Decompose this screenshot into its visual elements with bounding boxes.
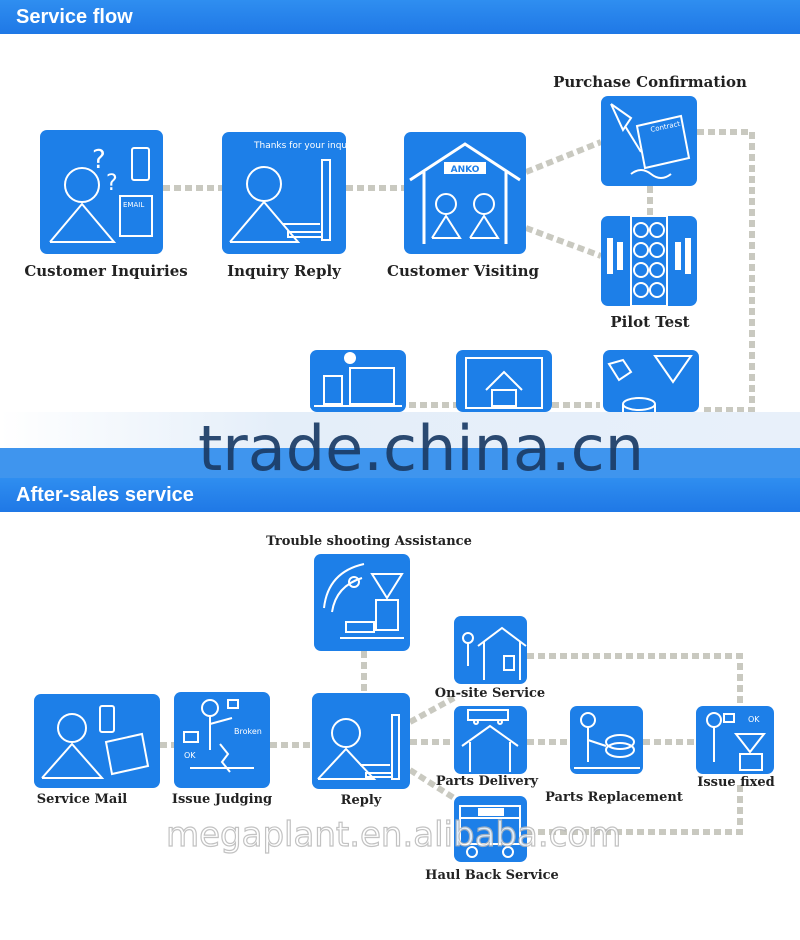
- service-mail-label: Service Mail: [36, 792, 128, 807]
- inquiry-reply-box: Thanks for your inquiry: [222, 132, 346, 254]
- inquiry-reply-label: Inquiry Reply: [227, 262, 341, 280]
- purchase-confirmation-box: Contract: [601, 96, 697, 186]
- issue-fixed-box: OK: [696, 706, 774, 774]
- truck-icon: [459, 805, 521, 858]
- onsite-service-box: [454, 616, 527, 684]
- broken-part-icon: Broken OK: [183, 699, 262, 773]
- thanks-text: Thanks for your inquiry: [253, 141, 346, 151]
- parts-replacement-icon: [574, 712, 640, 769]
- customer-visiting-box: ANKO: [404, 132, 526, 254]
- haul-back-box: [454, 796, 527, 862]
- machine-icon: [314, 352, 402, 407]
- product-box: [603, 350, 699, 412]
- reply-label: Reply: [340, 793, 382, 808]
- parts-delivery-label: Parts Delivery: [435, 774, 539, 789]
- wrench-funnel-icon: [323, 563, 404, 639]
- ok-text-judging: OK: [184, 751, 196, 760]
- brand-text: ANKO: [451, 165, 480, 175]
- issue-judging-box: Broken OK: [174, 692, 270, 788]
- trouble-shooting-label: Trouble shooting Assistance: [266, 534, 472, 549]
- megaplant-watermark: megaplant.en.alibaba.com: [165, 814, 622, 855]
- person-computer-icon: Thanks for your inquiry: [229, 141, 346, 243]
- trade-watermark: trade.china.cn: [198, 412, 644, 485]
- issue-fixed-label: Issue fixed: [697, 775, 775, 790]
- pilot-test-box: [601, 216, 697, 306]
- after-sales-title: After-sales service: [16, 484, 194, 506]
- broken-text: Broken: [234, 727, 262, 736]
- customer-visiting-label: Customer Visiting: [387, 262, 539, 280]
- after-sales-banner: After-sales service: [0, 478, 800, 512]
- factory-box: [456, 350, 552, 412]
- house-meeting-icon: ANKO: [409, 142, 521, 244]
- pilot-test-label: Pilot Test: [610, 313, 690, 331]
- onsite-house-icon: [462, 626, 527, 680]
- machine-box: [310, 350, 406, 412]
- reply-box: [312, 693, 410, 789]
- parts-replacement-label: Parts Replacement: [545, 790, 683, 805]
- purchase-confirmation-label: Purchase Confirmation: [553, 73, 747, 91]
- factory-icon: [465, 357, 543, 409]
- contract-pen-icon: Contract: [610, 103, 691, 179]
- issue-fixed-icon: OK: [706, 712, 767, 771]
- delivery-house-icon: [461, 709, 519, 772]
- issue-judging-label: Issue Judging: [171, 792, 273, 807]
- ok-text-fixed: OK: [748, 715, 760, 724]
- product-icon: [607, 355, 693, 412]
- pilot-test-icon: [607, 216, 691, 306]
- svg-text:?: ?: [106, 171, 118, 196]
- watermark-stripe: [0, 448, 800, 478]
- customer-inquiries-box: ? ? EMAIL: [40, 130, 163, 254]
- service-flow-title: Service flow: [16, 6, 133, 28]
- service-flow-banner: Service flow: [0, 0, 800, 34]
- parts-replacement-box: [570, 706, 643, 774]
- haul-back-label: Haul Back Service: [425, 868, 559, 883]
- email-text: EMAIL: [123, 201, 144, 209]
- service-mail-box: [34, 694, 160, 788]
- customer-inquiries-label: Customer Inquiries: [24, 262, 188, 280]
- person-question-icon: ? ? EMAIL: [49, 145, 153, 243]
- reply-computer-icon: [317, 714, 400, 780]
- svg-text:?: ?: [92, 145, 106, 175]
- person-mail-icon: [41, 705, 150, 779]
- parts-delivery-box: [454, 706, 527, 774]
- trouble-shooting-box: [314, 554, 410, 651]
- onsite-service-label: On-site Service: [434, 686, 546, 701]
